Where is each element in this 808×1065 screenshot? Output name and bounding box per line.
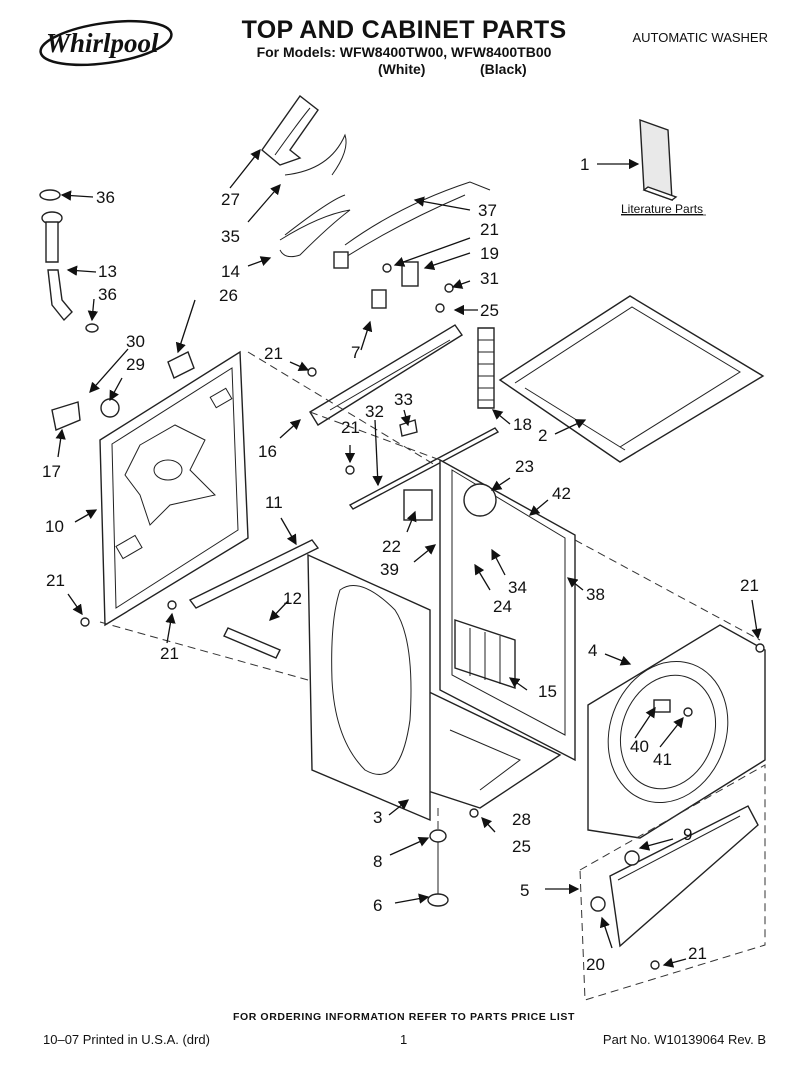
callout-16: 16 xyxy=(258,442,277,461)
product-type: AUTOMATIC WASHER xyxy=(632,30,768,45)
rear-panel xyxy=(99,350,249,627)
callout-21g: 21 xyxy=(688,944,707,963)
callout-21a: 21 xyxy=(264,344,283,363)
callout-10: 10 xyxy=(45,517,64,536)
print-info: 10–07 Printed in U.S.A. (drd) xyxy=(43,1032,210,1047)
callout-6: 6 xyxy=(373,896,382,915)
callout-35: 35 xyxy=(221,227,240,246)
callout-24: 24 xyxy=(493,597,512,616)
color-black-label: (Black) xyxy=(480,61,527,77)
callout-32: 32 xyxy=(365,402,384,421)
callout-2: 2 xyxy=(538,426,547,445)
callout-1: 1 xyxy=(580,155,589,174)
wire-harness xyxy=(333,181,491,269)
page-number: 1 xyxy=(400,1032,408,1047)
callout-7: 7 xyxy=(351,343,360,362)
callout-13: 13 xyxy=(98,262,117,281)
callout-25b: 25 xyxy=(512,837,531,856)
callout-31: 31 xyxy=(480,269,499,288)
callout-22: 22 xyxy=(382,537,401,556)
top-rear-brace xyxy=(309,261,463,426)
callout-21d: 21 xyxy=(160,644,179,663)
callout-33: 33 xyxy=(394,390,413,409)
whirlpool-logo: Whirlpool xyxy=(39,19,173,67)
callout-40: 40 xyxy=(630,737,649,756)
callout-3: 3 xyxy=(373,808,382,827)
callout-28: 28 xyxy=(512,810,531,829)
top-panel xyxy=(498,295,765,463)
callout-36b: 36 xyxy=(98,285,117,304)
callout-19: 19 xyxy=(480,244,499,263)
callout-25a: 25 xyxy=(480,301,499,320)
callout-36a: 36 xyxy=(96,188,115,207)
callout-21e: 21 xyxy=(740,576,759,595)
callout-29: 29 xyxy=(126,355,145,374)
callout-8: 8 xyxy=(373,852,382,871)
ordering-note: FOR ORDERING INFORMATION REFER TO PARTS … xyxy=(232,1011,576,1023)
front-panel xyxy=(587,624,766,839)
screws xyxy=(80,263,765,970)
leveling-leg xyxy=(427,829,449,907)
callout-21c: 21 xyxy=(46,571,65,590)
callout-27: 27 xyxy=(221,190,240,209)
side-panel xyxy=(188,539,431,822)
pedestal-drawer xyxy=(590,805,759,948)
callout-34: 34 xyxy=(508,578,527,597)
callout-38: 38 xyxy=(586,585,605,604)
assembly-line xyxy=(247,351,436,466)
brand-wordmark: Whirlpool xyxy=(46,28,159,58)
callout-23: 23 xyxy=(515,457,534,476)
callout-14: 14 xyxy=(221,262,240,281)
callout-30: 30 xyxy=(126,332,145,351)
callout-20: 20 xyxy=(586,955,605,974)
assembly-line xyxy=(574,539,761,641)
model-list: For Models: WFW8400TW00, WFW8400TB00 xyxy=(256,44,552,60)
assembly-line xyxy=(309,411,441,461)
callout-21f: 21 xyxy=(480,220,499,239)
cabinet-frame xyxy=(424,458,576,809)
callout-41: 41 xyxy=(653,750,672,769)
callout-9: 9 xyxy=(683,825,692,844)
fill-hose xyxy=(477,327,495,409)
callout-37: 37 xyxy=(478,201,497,220)
callout-26: 26 xyxy=(219,286,238,305)
assembly-line xyxy=(579,764,766,1001)
callout-21b: 21 xyxy=(341,418,360,437)
callout-18: 18 xyxy=(513,415,532,434)
literature-parts-label: Literature Parts xyxy=(621,202,703,216)
callout-39: 39 xyxy=(380,560,399,579)
callout-11: 11 xyxy=(265,493,283,512)
assembly-line xyxy=(99,621,309,681)
part-number: Part No. W10139064 Rev. B xyxy=(602,1032,766,1047)
inlet-hose-parts xyxy=(39,189,195,431)
callout-42: 42 xyxy=(552,484,571,503)
callout-15: 15 xyxy=(538,682,557,701)
upper-left-bracket xyxy=(261,94,351,258)
callout-5: 5 xyxy=(520,881,529,900)
callout-4: 4 xyxy=(588,641,597,660)
literature-book xyxy=(639,118,678,202)
callout-17: 17 xyxy=(42,462,61,481)
callout-12: 12 xyxy=(283,589,302,608)
page-title: TOP AND CABINET PARTS xyxy=(241,16,567,44)
color-white-label: (White) xyxy=(378,61,426,77)
top-seal-strip xyxy=(348,427,500,510)
